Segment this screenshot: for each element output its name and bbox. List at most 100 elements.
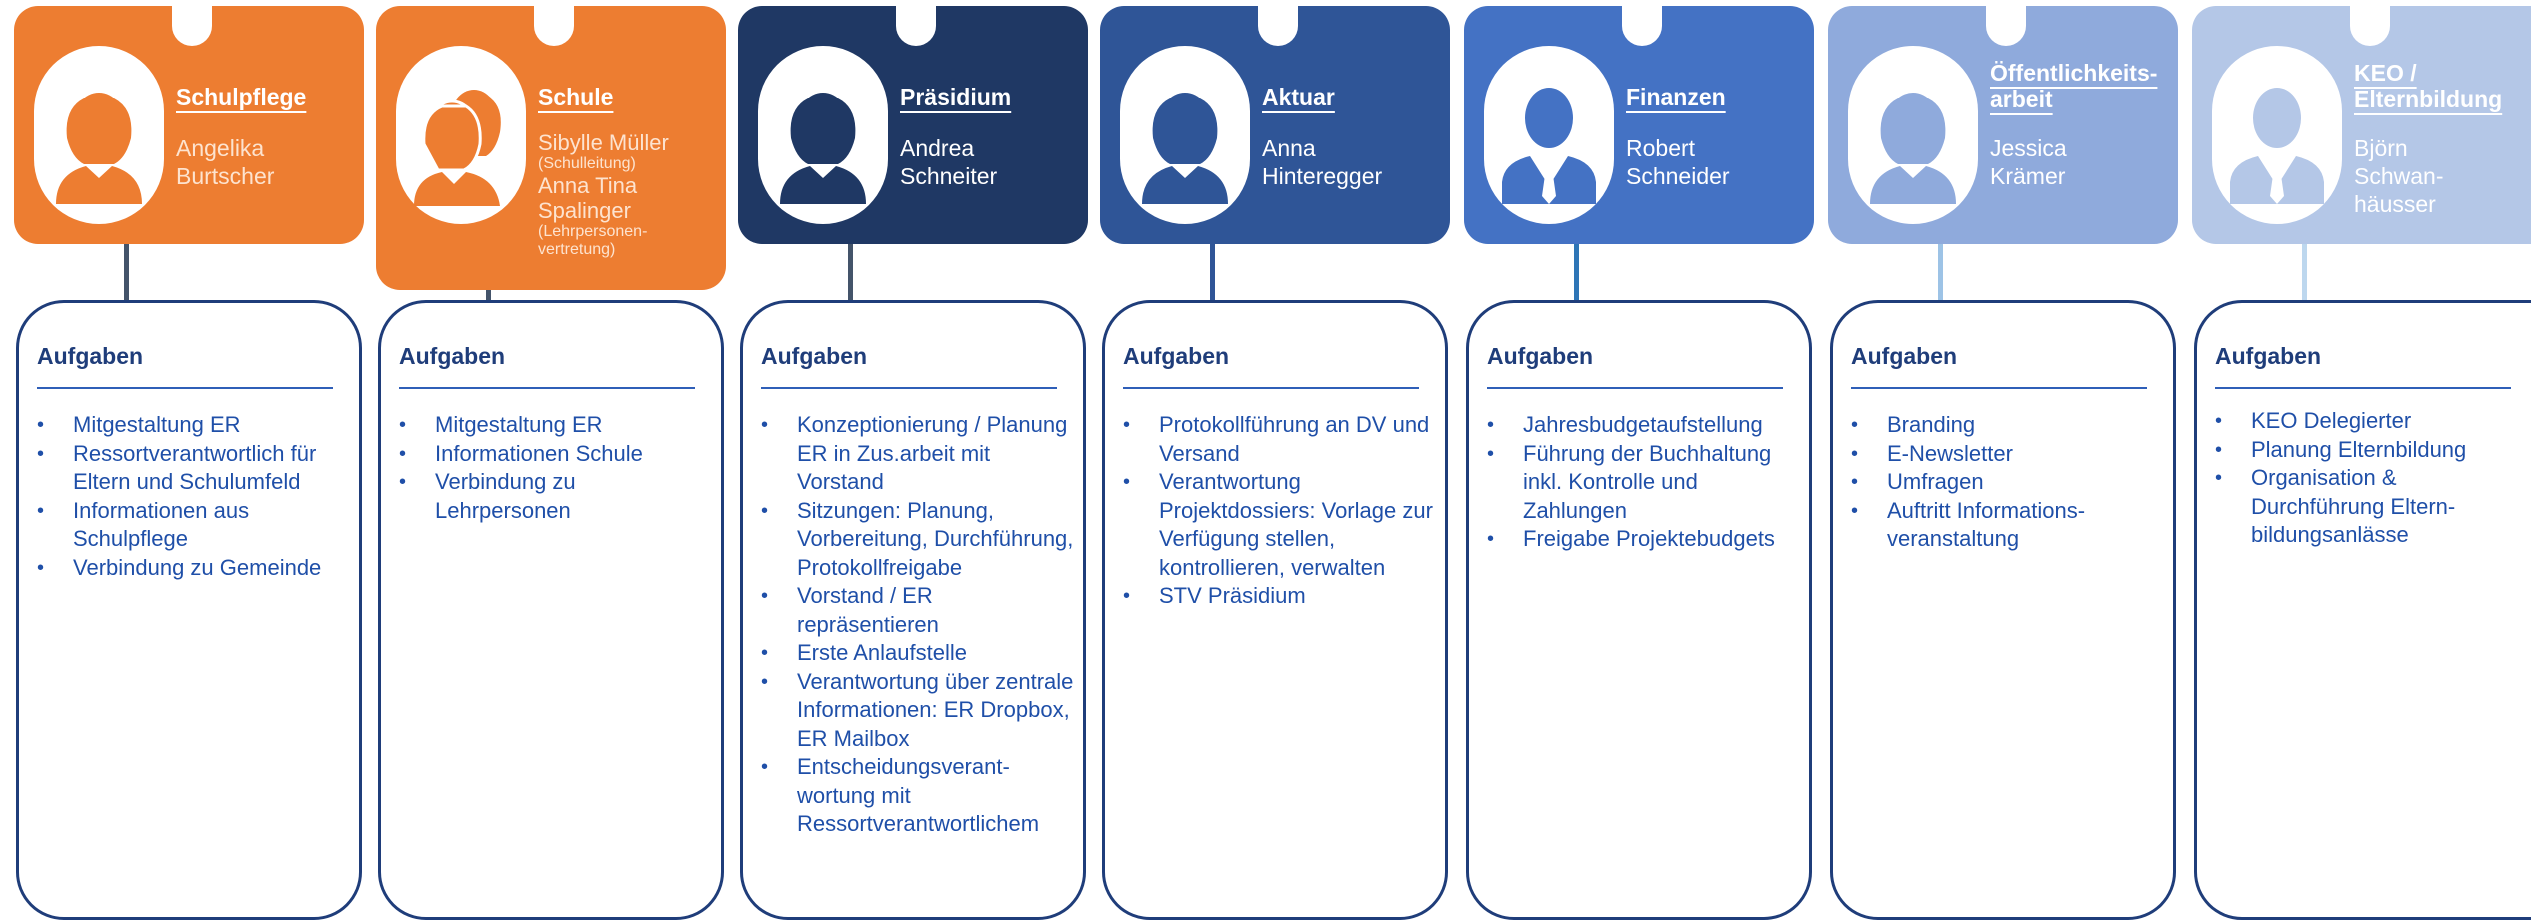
column-schulpflege: Schulpflege Angelika Burtscher Aufgaben … bbox=[14, 0, 364, 920]
task-item: Verbindung zu Gemeinde bbox=[37, 554, 355, 583]
name-line: Robert bbox=[1626, 135, 1696, 161]
connector-line bbox=[486, 290, 491, 300]
card-divider bbox=[399, 387, 695, 389]
role-header-aktuar: Aktuar Anna Hinteregger bbox=[1100, 6, 1450, 244]
connector-line bbox=[124, 244, 129, 300]
task-item: Verantwortung Projektdossiers: Vorlage z… bbox=[1123, 468, 1441, 582]
name-line: Schneider bbox=[1626, 163, 1730, 189]
name-line: Schneiter bbox=[900, 163, 998, 189]
name-line: Angelika bbox=[176, 135, 265, 161]
role-header-schule: Schule Sibylle Müller (Schulleitung) Ann… bbox=[376, 6, 726, 290]
card-divider bbox=[1851, 387, 2147, 389]
task-item: Ressortverantwortlich für Eltern und Sch… bbox=[37, 440, 355, 497]
task-card: Aufgaben Branding E-Newsletter Umfragen … bbox=[1830, 300, 2176, 920]
card-heading: Aufgaben bbox=[1487, 343, 1594, 369]
person-name: Anna Hinteregger bbox=[1262, 134, 1442, 190]
task-list: Protokollführung an DV und Versand Veran… bbox=[1123, 411, 1441, 611]
column-aktuar: Aktuar Anna Hinteregger Aufgaben Protoko… bbox=[1100, 0, 1450, 920]
name-line: Burtscher bbox=[176, 163, 275, 189]
name-line: Jessica bbox=[1990, 135, 2067, 161]
task-item: Vorstand / ER repräsentieren bbox=[761, 582, 1079, 639]
task-list: Mitgestaltung ER Ressortverantwortlich f… bbox=[37, 411, 355, 582]
card-divider bbox=[761, 387, 1057, 389]
task-item: Branding bbox=[1851, 411, 2169, 440]
task-item: KEO Delegierter bbox=[2215, 407, 2531, 436]
task-item: Organisation & Durchführung Eltern-bildu… bbox=[2215, 464, 2531, 550]
name-note: (Schulleitung) bbox=[538, 155, 636, 172]
column-oeffentlichkeitsarbeit: Öffentlichkeits-arbeit Jessica Krämer Au… bbox=[1828, 0, 2178, 920]
header-notch bbox=[172, 6, 212, 46]
name-line: Krämer bbox=[1990, 163, 2066, 189]
task-item: Umfragen bbox=[1851, 468, 2169, 497]
header-notch bbox=[1986, 6, 2026, 46]
name-line: Björn bbox=[2354, 135, 2408, 161]
connector-line bbox=[1574, 244, 1579, 300]
person-name: Björn Schwan- häusser bbox=[2354, 134, 2514, 218]
task-item: Sitzungen: Planung, Vorbereitung, Durchf… bbox=[761, 497, 1079, 583]
male-avatar-icon bbox=[1484, 46, 1614, 224]
connector-line bbox=[1938, 244, 1943, 300]
column-finanzen: Finanzen Robert Schneider Aufgaben Jahre… bbox=[1464, 0, 1814, 920]
column-praesidium: Präsidium Andrea Schneiter Aufgaben Konz… bbox=[738, 0, 1088, 920]
task-item: Verantwortung über zentrale Informatione… bbox=[761, 668, 1079, 754]
card-divider bbox=[2215, 387, 2511, 389]
person-name: Sibylle Müller (Schulleitung) Anna Tina … bbox=[538, 130, 718, 259]
person-name: Robert Schneider bbox=[1626, 134, 1806, 190]
header-notch bbox=[2350, 6, 2390, 46]
task-item: Informationen aus Schulpflege bbox=[37, 497, 355, 554]
task-card: Aufgaben Jahresbudgetaufstellung Führung… bbox=[1466, 300, 1812, 920]
male-avatar-icon bbox=[2212, 46, 2342, 224]
card-divider bbox=[1487, 387, 1783, 389]
role-header-finanzen: Finanzen Robert Schneider bbox=[1464, 6, 1814, 244]
connector-line bbox=[848, 244, 853, 300]
role-header-praesidium: Präsidium Andrea Schneiter bbox=[738, 6, 1088, 244]
task-item: Konzeptionierung / Planung ER in Zus.arb… bbox=[761, 411, 1079, 497]
header-notch bbox=[1622, 6, 1662, 46]
female-avatar-icon bbox=[758, 46, 888, 224]
two-women-avatar-icon bbox=[396, 46, 526, 224]
role-title: Präsidium bbox=[900, 84, 1012, 110]
task-item: Auftritt Informations-veranstaltung bbox=[1851, 497, 2169, 554]
name-line: häusser bbox=[2354, 191, 2436, 217]
card-heading: Aufgaben bbox=[1851, 343, 1958, 369]
task-list: Branding E-Newsletter Umfragen Auftritt … bbox=[1851, 411, 2169, 554]
header-notch bbox=[1258, 6, 1298, 46]
task-item: Planung Elternbildung bbox=[2215, 436, 2531, 465]
task-item: Freigabe Projektebudgets bbox=[1487, 525, 1805, 554]
task-item: Führung der Buchhaltung inkl. Kontrolle … bbox=[1487, 440, 1805, 526]
task-item: STV Präsidium bbox=[1123, 582, 1441, 611]
card-heading: Aufgaben bbox=[37, 343, 144, 369]
female-avatar-icon bbox=[1120, 46, 1250, 224]
task-item: Informationen Schule bbox=[399, 440, 717, 469]
task-item: Verbindung zu Lehrpersonen bbox=[399, 468, 717, 525]
task-card: Aufgaben Konzeptionierung / Planung ER i… bbox=[740, 300, 1086, 920]
task-item: Jahresbudgetaufstellung bbox=[1487, 411, 1805, 440]
header-notch bbox=[534, 6, 574, 46]
task-card: Aufgaben Mitgestaltung ER Ressortverantw… bbox=[16, 300, 362, 920]
female-avatar-icon bbox=[34, 46, 164, 224]
connector-line bbox=[2302, 244, 2307, 300]
role-header-schulpflege: Schulpflege Angelika Burtscher bbox=[14, 6, 364, 244]
person-name: Angelika Burtscher bbox=[176, 134, 356, 190]
task-item: Mitgestaltung ER bbox=[37, 411, 355, 440]
task-list: KEO Delegierter Planung Elternbildung Or… bbox=[2215, 407, 2531, 550]
person-name: Andrea Schneiter bbox=[900, 134, 1080, 190]
card-heading: Aufgaben bbox=[2215, 343, 2322, 369]
task-item: Mitgestaltung ER bbox=[399, 411, 717, 440]
card-heading: Aufgaben bbox=[399, 343, 506, 369]
role-title: Finanzen bbox=[1626, 84, 1726, 110]
name-line: Schwan- bbox=[2354, 163, 2444, 189]
column-schule: Schule Sibylle Müller (Schulleitung) Ann… bbox=[376, 0, 726, 920]
female-avatar-icon bbox=[1848, 46, 1978, 224]
task-item: Entscheidungsverant-wortung mit Ressortv… bbox=[761, 753, 1079, 839]
name-line: Sibylle Müller bbox=[538, 130, 669, 155]
task-item: Protokollführung an DV und Versand bbox=[1123, 411, 1441, 468]
role-title: Schulpflege bbox=[176, 84, 307, 110]
card-heading: Aufgaben bbox=[761, 343, 868, 369]
task-list: Konzeptionierung / Planung ER in Zus.arb… bbox=[761, 411, 1079, 839]
role-header-oeffentlichkeitsarbeit: Öffentlichkeits-arbeit Jessica Krämer bbox=[1828, 6, 2178, 244]
task-item: Erste Anlaufstelle bbox=[761, 639, 1079, 668]
task-card: Aufgaben Protokollführung an DV und Vers… bbox=[1102, 300, 1448, 920]
person-name: Jessica Krämer bbox=[1990, 134, 2170, 190]
connector-line bbox=[1210, 244, 1215, 300]
